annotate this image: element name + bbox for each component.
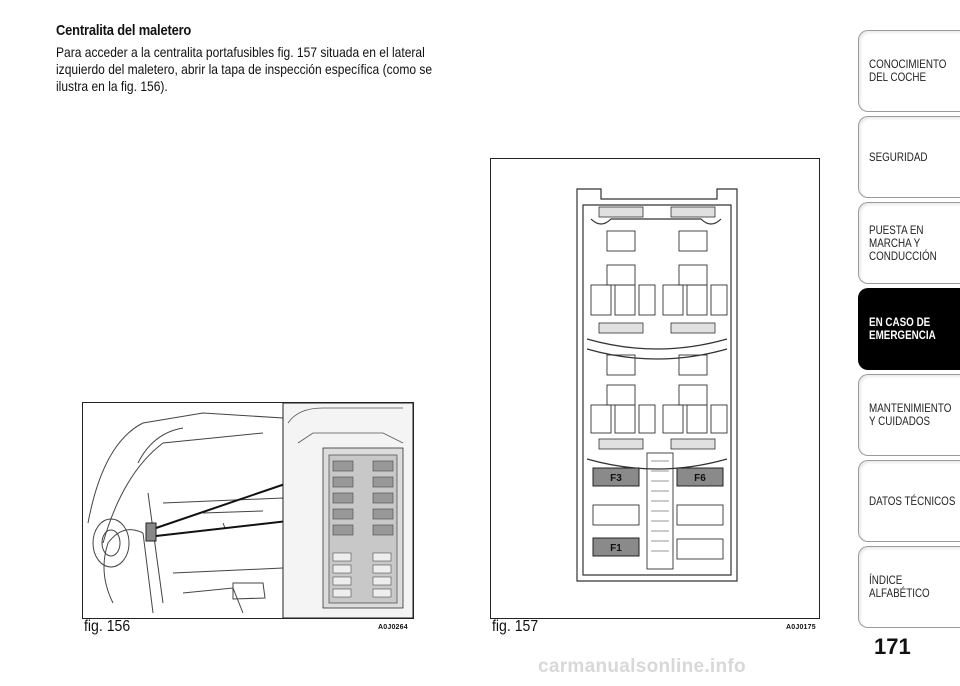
figure-156-caption: fig. 156	[84, 618, 131, 635]
tab-conocimiento-del-coche[interactable]: CONOCIMIENTO DEL COCHE	[858, 30, 960, 112]
tab-label: SEGURIDAD	[869, 149, 928, 164]
figure-156-trunk-illustration	[82, 402, 414, 619]
tab-mantenimiento[interactable]: MANTENIMIENTO Y CUIDADOS	[858, 374, 960, 456]
figure-156-code: A0J0264	[378, 624, 408, 631]
tab-en-caso-de-emergencia[interactable]: EN CASO DE EMERGENCIA	[858, 288, 960, 370]
section-paragraph: Para acceder a la centralita portafusibl…	[56, 44, 433, 94]
tab-label: DATOS TÉCNICOS	[869, 493, 956, 508]
watermark: carmanualsonline.info	[538, 656, 746, 677]
fuse-f3-label: F3	[610, 473, 622, 484]
page-number: 171	[874, 634, 911, 659]
section-heading: Centralita del maletero	[56, 22, 192, 39]
fuse-f1	[592, 537, 640, 557]
tab-puesta-en-marcha[interactable]: PUESTA EN MARCHA Y CONDUCCIÓN	[858, 202, 960, 284]
tab-seguridad[interactable]: SEGURIDAD	[858, 116, 960, 198]
fuse-f6-label: F6	[694, 473, 706, 484]
tab-label: PUESTA EN MARCHA Y CONDUCCIÓN	[869, 222, 937, 263]
figure-157-fuse-box: F3 F6 F1	[490, 158, 820, 619]
fuse-f1-label: F1	[610, 543, 622, 554]
tab-indice-alfabetico[interactable]: ÍNDICE ALFABÉTICO	[858, 546, 960, 628]
fuse-box-drawing: F3 F6 F1	[576, 188, 738, 582]
tab-label: EN CASO DE EMERGENCIA	[869, 315, 936, 342]
tab-label: ÍNDICE ALFABÉTICO	[869, 573, 930, 600]
fuse-f6	[676, 467, 724, 487]
tab-label: MANTENIMIENTO Y CUIDADOS	[869, 401, 952, 428]
trunk-drawing	[87, 403, 413, 618]
tab-label: CONOCIMIENTO DEL COCHE	[869, 57, 947, 84]
figure-157-code: A0J0175	[786, 624, 816, 631]
tab-datos-tecnicos[interactable]: DATOS TÉCNICOS	[858, 460, 960, 542]
figure-157-caption: fig. 157	[492, 618, 539, 635]
fuse-f3	[592, 467, 640, 487]
